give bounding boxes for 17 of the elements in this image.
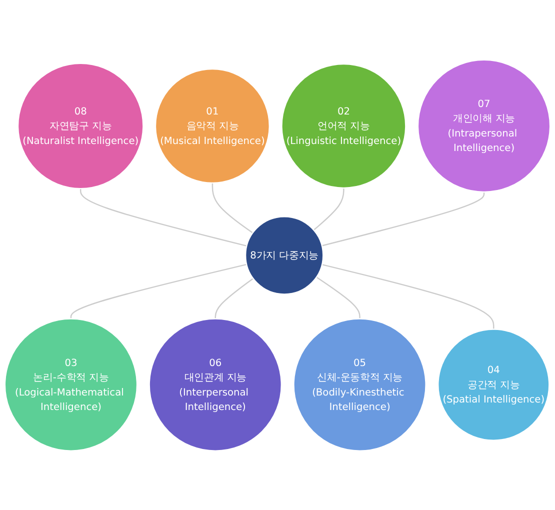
- node-circle: 03 논리-수학적 지능 (Logical-Mathematical Intelligence): [4, 318, 138, 452]
- connector: [322, 192, 485, 246]
- node-circle: 06 대인관계 지능 (Interpersonal Intelligence): [148, 318, 282, 452]
- connector: [316, 276, 360, 318]
- connector: [322, 264, 494, 329]
- connector: [80, 188, 247, 246]
- connector: [214, 278, 254, 318]
- node-circle: 02 언어적 지능 (Linguistic Intelligence): [281, 62, 406, 188]
- connector: [70, 263, 247, 318]
- node-circle: 8가지 다중지능: [244, 216, 324, 294]
- node-circle: 01 음악적 지능 (Musical Intelligence): [154, 68, 270, 184]
- node-circle: 08 자연탐구 지능 (Naturalist Intelligence): [17, 62, 144, 189]
- connector: [313, 188, 344, 230]
- connector: [212, 182, 254, 234]
- node-circle: 05 신체-운동학적 지능 (Bodily-Kinesthetic Intelligence): [293, 318, 426, 452]
- node-circle: 07 개인이해 지능 (Intrapersonal Intelligence): [417, 58, 551, 192]
- node-circle: 04 공간적 지능 (Spatial Intelligence): [438, 328, 550, 441]
